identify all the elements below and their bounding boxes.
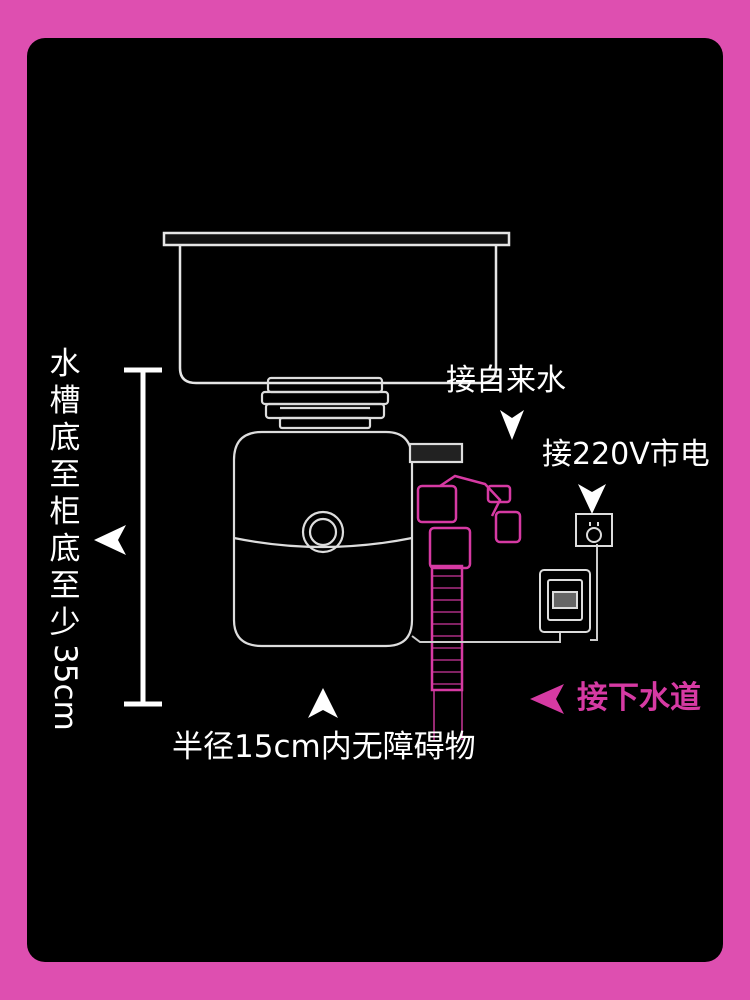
sink-height-char: 底 [49, 531, 81, 567]
sink-height-char: 至 [49, 457, 81, 493]
sink-height-char: 少 [49, 605, 81, 641]
water-valve [416, 474, 522, 570]
food-waste-disposer [232, 376, 464, 648]
sink-height-char: 至 [49, 568, 81, 604]
wall-socket [575, 513, 613, 547]
water-inlet-label: 接自来水 [446, 363, 566, 398]
drain-hose [430, 564, 464, 740]
power-label: 接220V市电 [542, 437, 710, 472]
sink-height-char: 底 [49, 420, 81, 456]
arrow-icon [530, 684, 564, 714]
sink-height-char: 槽 [49, 383, 81, 419]
arrow-icon [578, 484, 606, 514]
arrow-icon [308, 688, 338, 718]
sink-height-value: 35cm [47, 644, 83, 731]
clearance-label: 半径15cm内无障碍物 [172, 729, 476, 765]
sink-height-label: 水 槽 底 至 柜 底 至 少 35cm [47, 346, 83, 731]
power-cable [411, 544, 598, 643]
height-dimension-bar [124, 367, 162, 707]
drain-label: 接下水道 [577, 680, 701, 716]
sink-basin [162, 231, 511, 385]
arrow-icon [94, 525, 126, 555]
sink-height-char: 水 [49, 346, 81, 382]
arrow-icon [500, 410, 524, 440]
air-switch-box [539, 569, 591, 633]
sink-height-char: 柜 [49, 494, 81, 530]
